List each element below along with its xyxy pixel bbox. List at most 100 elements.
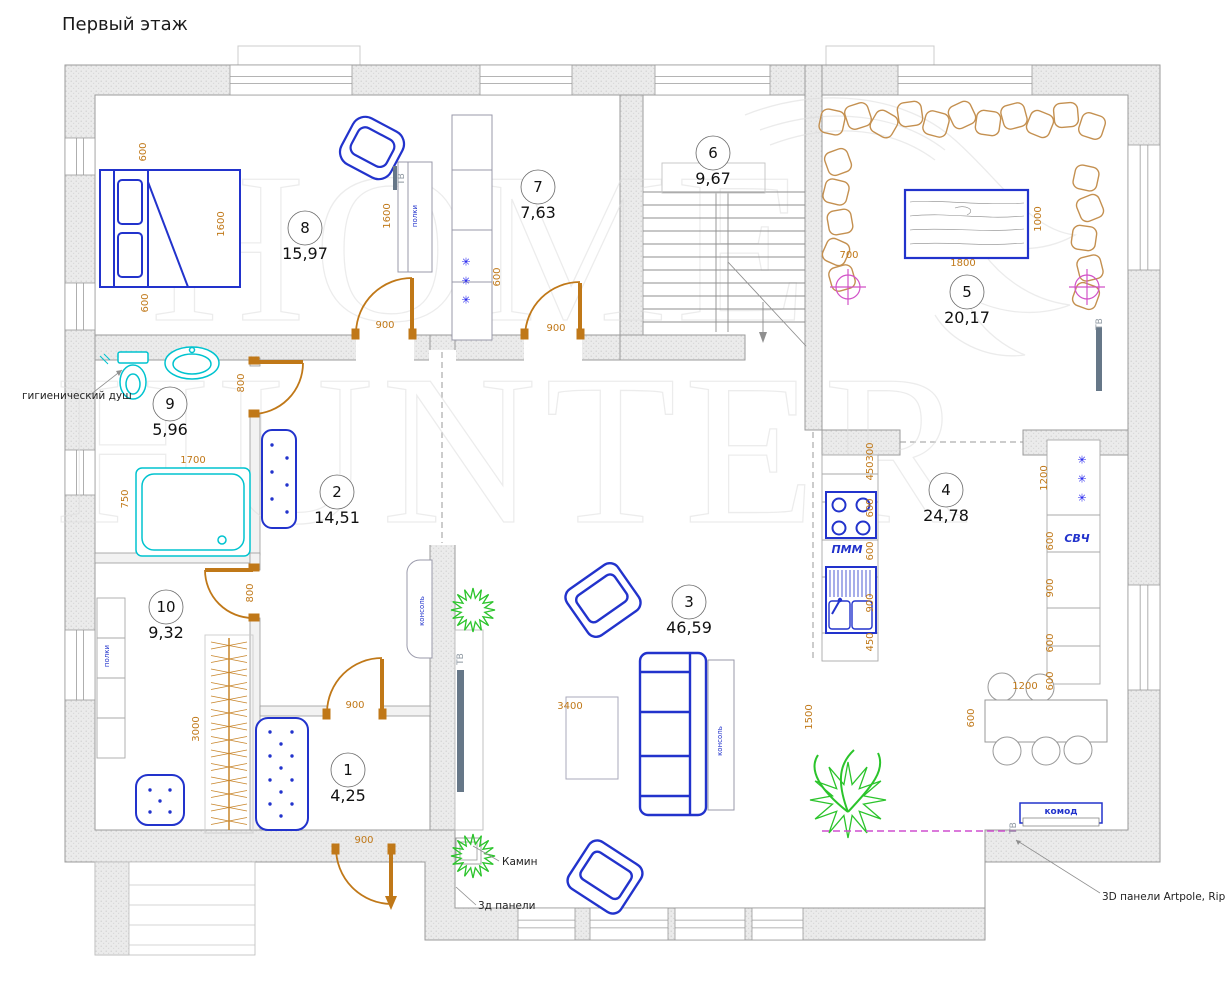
window-icon — [751, 907, 804, 941]
window-icon — [229, 64, 353, 96]
bathtub-icon — [135, 467, 251, 557]
ceiling-light-icon — [1069, 269, 1105, 305]
window-frame — [897, 64, 1033, 96]
plant-icon — [450, 587, 496, 633]
room-area: 9,67 — [695, 169, 731, 188]
room-label: 14,25 — [330, 752, 366, 805]
dimension-label: 1000 — [1033, 206, 1044, 231]
room-number-circle — [928, 472, 964, 508]
microwave-label: СВЧ — [1064, 532, 1089, 545]
room-label: 95,96 — [152, 386, 188, 439]
door-bathroom — [248, 356, 304, 418]
pillow-icon — [1071, 281, 1101, 311]
window-icon — [64, 282, 96, 331]
tuft-dot — [285, 456, 289, 460]
pillow-icon — [1077, 111, 1107, 141]
window-frame — [229, 64, 353, 96]
leader-lines — [89, 369, 1101, 906]
page-title: Первый этаж — [62, 14, 188, 35]
plants — [450, 587, 887, 879]
room-number-circle — [330, 752, 366, 788]
door-room8 — [351, 277, 417, 340]
pillow-icon — [822, 178, 850, 206]
dishwasher-label: ПММ — [831, 543, 862, 556]
pillow-icon — [1000, 102, 1028, 130]
armchair-living-top-icon — [564, 562, 642, 638]
window-frame — [64, 282, 96, 331]
dimension-label: 600 — [492, 267, 503, 286]
hanger-icon — [210, 641, 248, 650]
dimension-label: 600 — [1045, 671, 1056, 690]
tuft-dot — [279, 766, 283, 770]
hygienic-shower-icon — [99, 353, 111, 365]
upholstery-dots — [148, 443, 294, 818]
wardrobe-room8-icon — [393, 161, 433, 273]
hanger-zone — [204, 634, 254, 834]
room-area: 15,97 — [282, 244, 328, 263]
dimension-label: 1800 — [950, 258, 975, 269]
room-label: 346,59 — [666, 584, 712, 637]
pillow-icon — [974, 109, 1002, 137]
hanger-icon — [210, 803, 248, 812]
room-number: 7 — [533, 178, 543, 196]
window-icon — [1127, 144, 1161, 271]
dimension-label: 1600 — [382, 203, 393, 228]
room-number: 5 — [962, 283, 972, 301]
hanger-icon — [210, 749, 248, 758]
dimension-label: 1700 — [180, 455, 205, 466]
tuft-dot — [279, 814, 283, 818]
window-frame — [479, 64, 573, 96]
door-room7 — [520, 281, 585, 340]
tv-room8-icon — [393, 166, 397, 190]
dimension-label: 900 — [1045, 578, 1056, 597]
room-number-circle — [949, 274, 985, 310]
exit-arrow-icon — [385, 896, 397, 910]
room-number: 2 — [332, 483, 342, 501]
dimension-label: 900 — [354, 835, 373, 846]
hygienic-shower-label: гигиенический душ — [22, 390, 132, 402]
dimension-label: 450 — [865, 632, 876, 651]
window-icon — [1127, 584, 1161, 691]
pillow-icon — [1070, 224, 1098, 252]
shelves-label: полки — [103, 645, 111, 667]
tuft-dot — [285, 483, 289, 487]
room-area: 24,78 — [923, 506, 969, 525]
tv-label: ТВ — [1009, 822, 1019, 835]
windows — [64, 64, 1161, 941]
closet-room7-icon — [451, 114, 493, 341]
room-number-circle — [148, 589, 184, 625]
fireplace-label: Камин — [502, 856, 538, 868]
room-number: 6 — [708, 144, 718, 162]
dimension-label: 900 — [546, 323, 565, 334]
dimension-label: 600 — [138, 142, 149, 161]
tuft-dot — [285, 510, 289, 514]
tuft-dot — [268, 778, 272, 782]
tuft-dot — [268, 802, 272, 806]
dimension-label: 600 — [865, 541, 876, 560]
tuft-dot — [290, 778, 294, 782]
hanger-icon — [210, 776, 248, 785]
window-icon — [64, 629, 96, 701]
window-icon — [589, 907, 669, 941]
dimension-label: 3400 — [557, 701, 582, 712]
sofa-icon — [638, 651, 708, 817]
shelves-label: полки — [411, 205, 419, 227]
armchair-living-bottom-icon — [566, 839, 644, 915]
pillow-icon — [823, 147, 853, 177]
hanger-icon — [210, 722, 248, 731]
stairs-down-arrow-icon — [759, 332, 767, 343]
dimension-label: 600 — [1045, 531, 1056, 550]
entrance-door — [331, 843, 397, 910]
entry-porch — [94, 861, 256, 956]
dresser-icon — [1019, 802, 1103, 827]
pillow-icon — [1072, 164, 1100, 192]
hanger-icon — [210, 817, 248, 825]
pillow-icon — [843, 101, 873, 131]
dimension-label: 900 — [865, 593, 876, 612]
window-frame — [654, 64, 771, 96]
doors — [204, 277, 585, 910]
hanger-icon — [210, 790, 248, 798]
dimension-label: 3000 — [191, 716, 202, 741]
pillow-icon — [922, 110, 950, 138]
